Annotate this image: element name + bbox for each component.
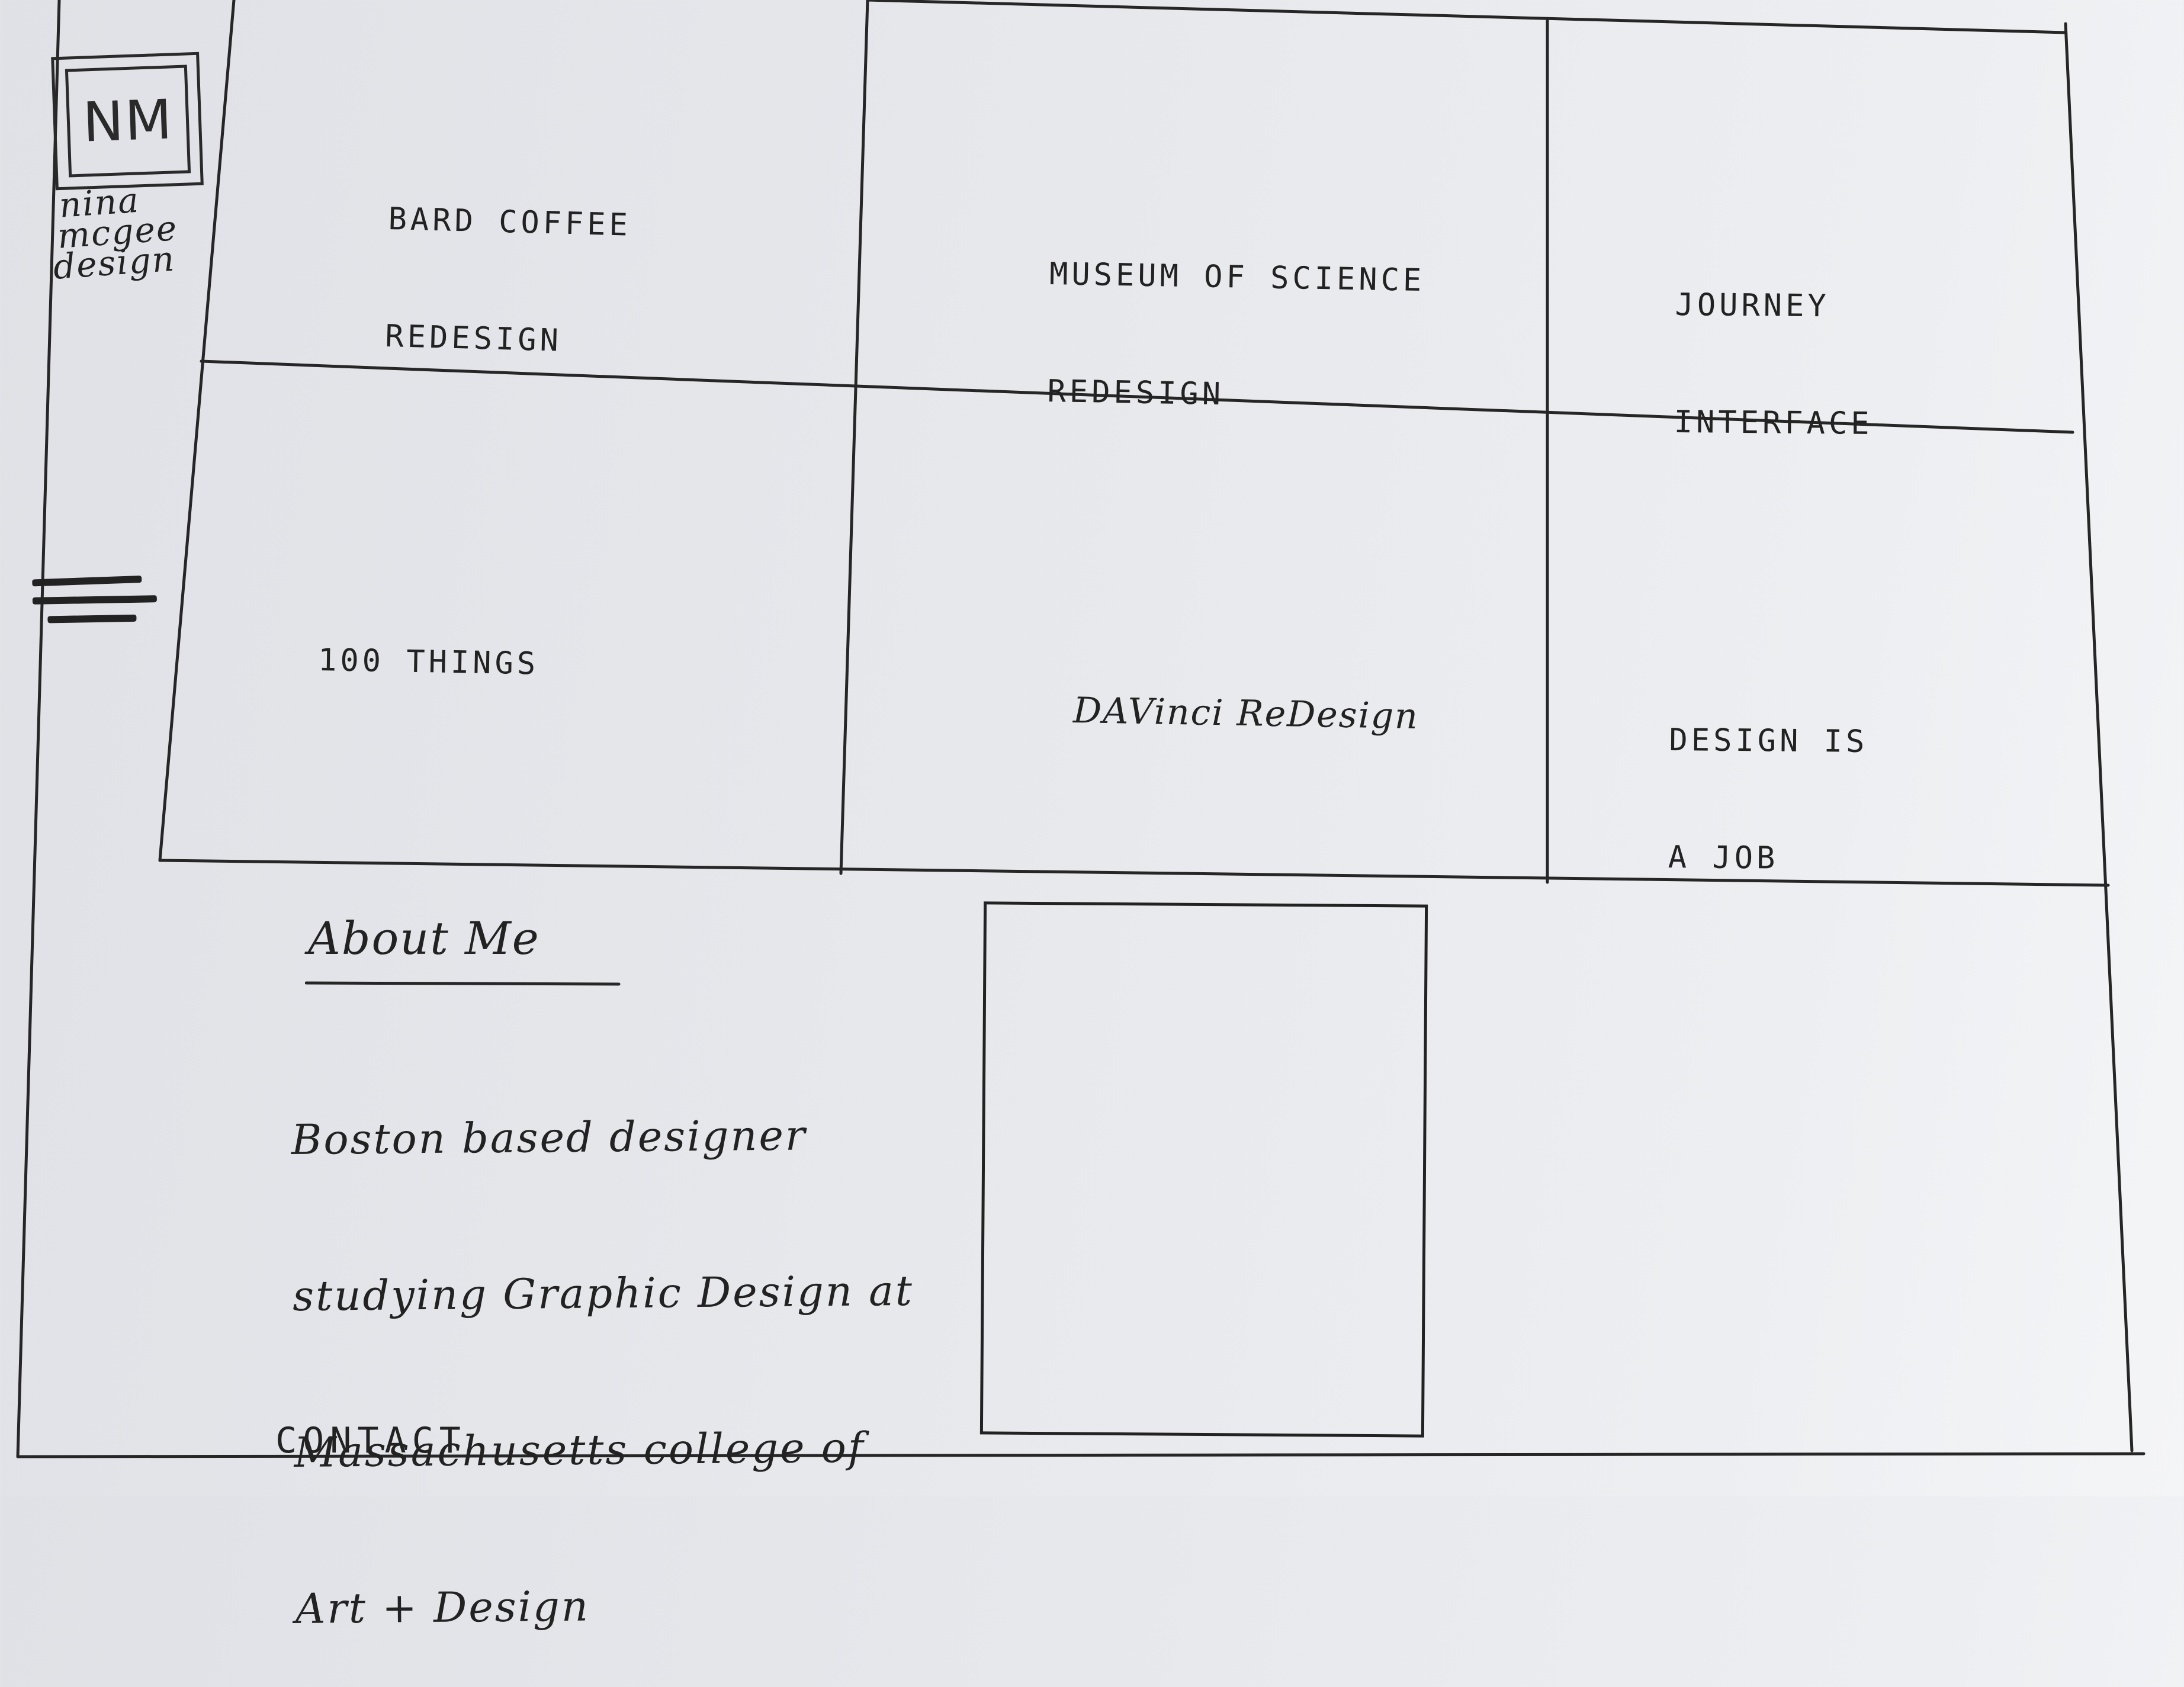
grid-row-line-2 bbox=[158, 859, 2110, 887]
project-tile-davinci[interactable]: DAVinci ReDesign bbox=[1072, 613, 1420, 775]
project-title-line: DESIGN IS bbox=[1669, 722, 1868, 760]
wireframe-grid bbox=[16, 0, 2146, 1458]
page-bottom-border bbox=[16, 1452, 2146, 1458]
project-tile-museum-of-science[interactable]: MUSEUM OF SCIENCE REDESIGN bbox=[1046, 176, 1427, 457]
about-photo-placeholder bbox=[979, 901, 1428, 1438]
project-title-line: BARD COFFEE bbox=[387, 201, 632, 243]
project-title-line: MUSEUM OF SCIENCE bbox=[1049, 256, 1425, 299]
page-left-border bbox=[16, 0, 61, 1458]
project-title-line: REDESIGN bbox=[384, 318, 563, 359]
about-heading: About Me bbox=[308, 912, 540, 965]
grid-row-line-1 bbox=[200, 359, 2074, 434]
grid-col-line-1 bbox=[839, 0, 869, 875]
project-title-line: JOURNEY bbox=[1675, 287, 1830, 324]
sidebar-divider bbox=[158, 0, 236, 862]
contact-link[interactable]: CONTACT bbox=[275, 1420, 467, 1454]
logo-monogram-text: NM bbox=[65, 65, 191, 178]
about-heading-underline bbox=[305, 981, 621, 986]
about-body-line: studying Graphic Design at bbox=[292, 1266, 914, 1320]
project-tile-bard-coffee[interactable]: BARD COFFEE REDESIGN bbox=[384, 121, 634, 401]
about-body: Boston based designer studying Graphic D… bbox=[290, 1004, 917, 1687]
project-tile-journey-interface[interactable]: JOURNEY INTERFACE bbox=[1674, 207, 1875, 483]
brand-name-line-3: design bbox=[52, 238, 177, 287]
project-title-line: INTERFACE bbox=[1674, 404, 1873, 442]
project-title-line: A JOB bbox=[1668, 839, 1779, 876]
menu-bar-3 bbox=[47, 614, 137, 624]
about-body-line: Art + Design bbox=[295, 1582, 590, 1633]
page-right-border bbox=[2064, 22, 2134, 1453]
project-tile-design-is-a-job[interactable]: DESIGN IS A JOB bbox=[1668, 642, 1869, 918]
logo-monogram[interactable]: NM bbox=[51, 52, 204, 191]
top-frame-line bbox=[866, 0, 2067, 34]
project-title-line: REDESIGN bbox=[1047, 373, 1225, 413]
menu-bar-2 bbox=[32, 595, 157, 605]
project-title-line: DAVinci ReDesign bbox=[1072, 689, 1419, 738]
project-title-line: 100 THINGS bbox=[317, 642, 539, 682]
project-tile-100-things[interactable]: 100 THINGS bbox=[317, 563, 541, 722]
hamburger-menu-icon[interactable] bbox=[32, 575, 158, 632]
about-body-line: Boston based designer bbox=[291, 1111, 807, 1164]
